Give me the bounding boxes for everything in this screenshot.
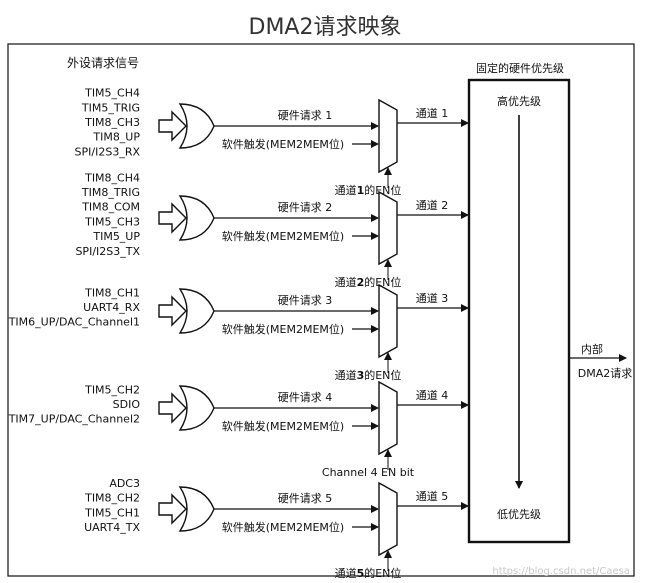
peripheral-signal: TIM6_UP/DAC_Channel1 <box>8 316 140 329</box>
peripheral-signal: TIM8_CH3 <box>84 116 140 129</box>
channel-label: 通道 4 <box>416 388 449 402</box>
output-label-internal: 内部 <box>581 342 603 356</box>
priority-label: 固定的硬件优先级 <box>476 61 564 75</box>
sw-trigger-arrowhead <box>371 422 379 430</box>
or-gate-icon <box>178 103 215 149</box>
low-priority-label: 低优先级 <box>497 508 541 521</box>
en-bit-arrowhead <box>384 259 392 267</box>
sw-trigger-arrowhead <box>371 140 379 148</box>
channel-mux-icon <box>378 98 398 174</box>
peripheral-signal: TIM8_CH1 <box>84 286 140 299</box>
peripheral-signal: TIM8_UP <box>92 131 140 144</box>
sw-trigger-label: 软件触发(MEM2MEM位) <box>222 229 344 243</box>
high-priority-label: 高优先级 <box>497 94 541 108</box>
channel-output-arrowhead <box>461 304 469 312</box>
hw-request-arrowhead <box>371 505 379 513</box>
peripheral-signal: UART4_TX <box>84 521 140 534</box>
hw-request-arrowhead <box>371 214 379 222</box>
channel-output-arrowhead <box>461 119 469 127</box>
input-arrow-icon <box>158 392 187 424</box>
peripheral-signal: UART4_RX <box>83 301 140 314</box>
en-bit-arrowhead <box>384 550 392 558</box>
diagram-title: DMA2请求映象 <box>249 15 402 40</box>
peripheral-signal: TIM5_CH3 <box>84 215 140 228</box>
hw-request-arrowhead <box>371 307 379 315</box>
en-bit-label: 通道2的EN位 <box>335 275 402 289</box>
peripheral-signal: ADC3 <box>109 477 140 490</box>
hw-request-arrowhead <box>371 122 379 130</box>
sw-trigger-label: 软件触发(MEM2MEM位) <box>222 137 344 151</box>
output-label-dma2-request: DMA2请求 <box>578 367 632 380</box>
sw-trigger-label: 软件触发(MEM2MEM位) <box>222 322 344 336</box>
input-arrow-icon <box>158 110 187 142</box>
or-gate-icon <box>178 385 215 431</box>
or-gate-icon <box>178 486 215 532</box>
channel-output-arrowhead <box>461 401 469 409</box>
peripheral-requests-label: 外设请求信号 <box>67 56 139 70</box>
input-arrow-icon <box>158 493 187 525</box>
channel-label: 通道 5 <box>416 489 449 503</box>
sw-trigger-label: 软件触发(MEM2MEM位) <box>222 419 344 433</box>
en-bit-label: 通道5的EN位 <box>335 566 402 580</box>
en-bit-label: 通道3的EN位 <box>335 368 402 382</box>
peripheral-signal: TIM5_TRIG <box>81 101 140 114</box>
peripheral-signal: TIM8_TRIG <box>81 186 140 199</box>
en-bit-arrowhead <box>384 352 392 360</box>
en-bit-label: 通道1的EN位 <box>335 183 402 197</box>
hw-request-label: 硬件请求 2 <box>278 201 333 214</box>
channel-output-arrowhead <box>461 211 469 219</box>
hw-request-arrowhead <box>371 404 379 412</box>
sw-trigger-label: 软件触发(MEM2MEM位) <box>222 520 344 534</box>
channel-mux-icon <box>378 481 398 557</box>
peripheral-signal: TIM7_UP/DAC_Channel2 <box>8 413 140 426</box>
channel-output-arrowhead <box>461 502 469 510</box>
channel-label: 通道 3 <box>416 291 449 305</box>
peripheral-signal: TIM5_CH4 <box>84 87 140 100</box>
sw-trigger-arrowhead <box>371 232 379 240</box>
hw-request-label: 硬件请求 5 <box>278 492 333 505</box>
input-arrow-icon <box>158 295 187 327</box>
input-arrow-icon <box>158 202 187 234</box>
channel-mux-icon <box>378 190 398 266</box>
peripheral-signal: SPI/I2S3_TX <box>75 245 140 258</box>
watermark: https://blog.csdn.net/Caesa <box>492 566 630 577</box>
peripheral-signal: TIM8_COM <box>81 201 140 214</box>
peripheral-signal: SPI/I2S3_RX <box>75 145 141 158</box>
sw-trigger-arrowhead <box>371 523 379 531</box>
hw-request-label: 硬件请求 3 <box>278 294 333 307</box>
peripheral-signal: TIM8_CH2 <box>84 492 140 505</box>
en-bit-label: Channel 4 EN bit <box>322 466 415 479</box>
outer-frame <box>7 43 635 577</box>
en-bit-arrowhead <box>384 167 392 175</box>
channel-label: 通道 2 <box>416 198 449 212</box>
or-gate-icon <box>178 288 215 334</box>
en-bit-arrowhead <box>384 449 392 457</box>
hw-request-label: 硬件请求 4 <box>278 391 333 404</box>
channel-mux-icon <box>378 283 398 359</box>
peripheral-signal: SDIO <box>113 398 141 411</box>
sw-trigger-arrowhead <box>371 325 379 333</box>
channel-mux-icon <box>378 380 398 456</box>
peripheral-signal: TIM5_CH2 <box>84 383 140 396</box>
peripheral-signal: TIM5_UP <box>92 230 140 243</box>
or-gate-icon <box>178 195 215 241</box>
channel-label: 通道 1 <box>416 106 449 120</box>
peripheral-signal: TIM5_CH1 <box>84 506 140 519</box>
hw-request-label: 硬件请求 1 <box>278 109 333 122</box>
peripheral-signal: TIM8_CH4 <box>84 171 140 184</box>
